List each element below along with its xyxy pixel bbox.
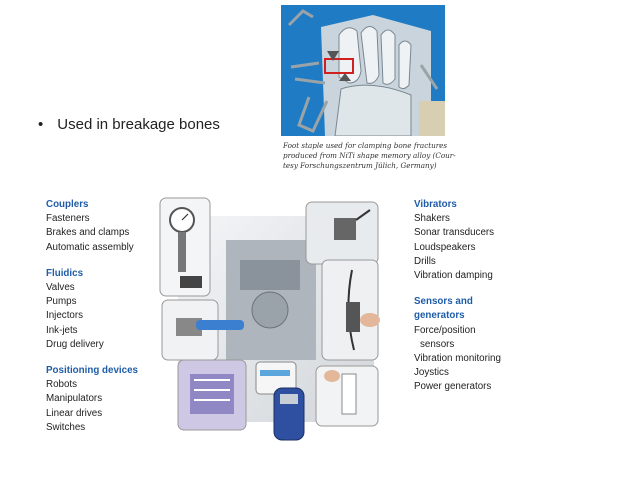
list-item: Joystics [414, 367, 449, 379]
heading-fluidics: Fluidics [46, 267, 84, 279]
list-item: Fasteners [46, 213, 90, 225]
list-item: Sonar transducers [414, 227, 495, 239]
heading-vibrators: Vibrators [414, 199, 457, 210]
list-item: Pumps [46, 296, 77, 308]
list-item: Automatic assembly [46, 241, 134, 253]
caption-line: produced from NiTi shape memory alloy (C… [283, 151, 456, 160]
list-item: Vibration damping [414, 270, 493, 282]
list-item: Drills [414, 255, 436, 267]
foot-staple-xray-image [281, 5, 445, 136]
right-application-list: Vibrators Shakers Sonar transducers Loud… [414, 198, 501, 395]
caption-line: Foot staple used for clamping bone fract… [283, 141, 448, 150]
heading-positioning-devices: Positioning devices [46, 365, 139, 377]
list-item: Valves [46, 282, 75, 294]
list-item: Manipulators [46, 393, 103, 405]
list-item: Force/position [414, 324, 476, 336]
bullet-point: • Used in breakage bones [38, 116, 220, 133]
list-item: Robots [46, 379, 78, 391]
bullet-text: Used in breakage bones [57, 116, 220, 133]
list-item: Loudspeakers [414, 241, 476, 253]
list-item: Shakers [414, 213, 450, 225]
left-application-list: Couplers Fasteners Brakes and clamps Aut… [46, 198, 138, 435]
list-item: Linear drives [46, 407, 103, 419]
actuator-applications-collage [156, 190, 394, 448]
figure-caption: Foot staple used for clamping bone fract… [283, 141, 456, 171]
bullet-symbol: • [38, 116, 44, 133]
list-item: Power generators [414, 381, 492, 393]
list-item: Switches [46, 421, 86, 433]
heading-generators: generators [414, 310, 465, 322]
list-item: Injectors [46, 310, 84, 322]
heading-couplers: Couplers [46, 199, 89, 210]
caption-line: tesy Forschungszentrum Jülich, Germany) [283, 161, 437, 170]
heading-sensors-and: Sensors and [414, 296, 473, 308]
list-item: Brakes and clamps [46, 227, 130, 239]
list-item-continuation: sensors [420, 338, 455, 350]
list-item: Vibration monitoring [414, 353, 501, 365]
list-item: Ink-jets [46, 324, 78, 336]
list-item: Drug delivery [46, 338, 104, 350]
